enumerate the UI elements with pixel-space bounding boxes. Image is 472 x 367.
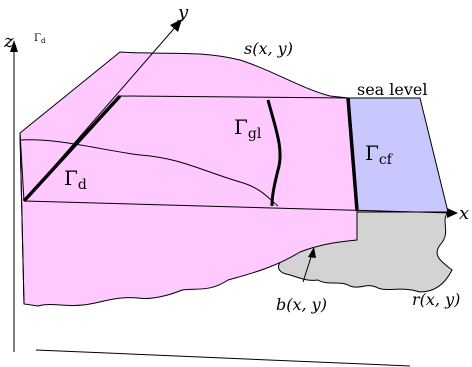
gamma-gl-label: Γgl — [234, 115, 262, 142]
axis-y-arrow — [170, 19, 182, 32]
gamma-gl-line — [266, 99, 282, 207]
corner-gamma-char: Γ — [34, 33, 41, 44]
bed-pointer-line — [302, 253, 313, 283]
axis-x-arrow — [447, 208, 458, 218]
gamma-d-label: Γd — [64, 166, 87, 193]
ice-internal-profile — [19, 139, 279, 207]
axis-z-label: z — [3, 31, 14, 52]
ice-left-top-edge — [19, 132, 25, 305]
ocean-plane — [347, 97, 449, 213]
sea-level-label: sea level — [357, 80, 428, 99]
gamma-cf-label: Γcf — [365, 141, 394, 168]
axis-z-arrow — [10, 40, 18, 52]
gamma-d-line — [22, 94, 122, 203]
gamma-cf-line — [346, 97, 359, 211]
gamma-cf-sub: cf — [379, 152, 394, 168]
corner-gamma-label: Γd — [34, 33, 46, 45]
base-line — [35, 349, 411, 367]
ice-top-back-edge — [119, 95, 349, 99]
bed-label: b(x, y) — [276, 295, 327, 314]
gamma-gl-char: Γ — [234, 115, 248, 139]
rock-label: r(x, y) — [412, 290, 460, 309]
bed-pointer-arrow — [308, 247, 316, 258]
axis-x-label: x — [459, 203, 469, 224]
bedrock-region — [278, 211, 453, 293]
gamma-cf-char: Γ — [365, 141, 379, 165]
axis-x-line — [23, 200, 453, 214]
gamma-gl-sub: gl — [248, 126, 262, 142]
surface-label: s(x, y) — [244, 39, 293, 58]
corner-gamma-sub: d — [41, 37, 46, 45]
gamma-d-char: Γ — [64, 166, 78, 190]
axis-y-label: y — [177, 2, 189, 23]
gamma-d-sub: d — [78, 177, 87, 193]
